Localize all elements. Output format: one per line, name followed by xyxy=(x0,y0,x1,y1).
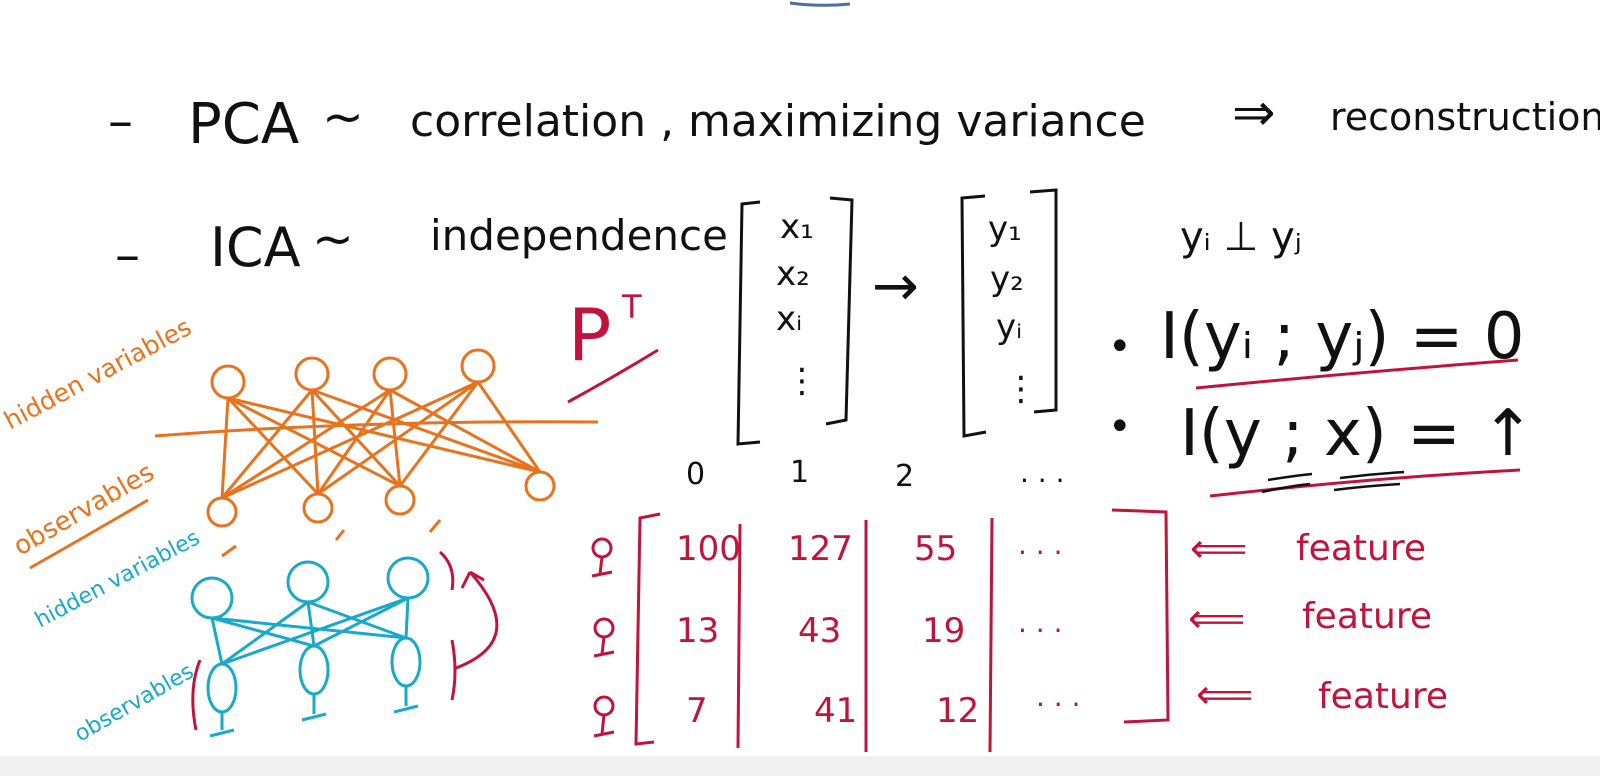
red-curved-arrow xyxy=(455,570,499,670)
vector-y-right-bracket xyxy=(1029,188,1058,414)
matrix-cell: 41 xyxy=(814,691,857,731)
orange-observable-node-3 xyxy=(384,484,416,516)
orange-edges xyxy=(154,380,599,500)
matrix-row-markers xyxy=(591,537,615,738)
matrix-cell: 43 xyxy=(798,611,841,651)
condition-2-bullet: • xyxy=(1108,404,1132,450)
condition-2: I(y ; x) = ↑ xyxy=(1180,397,1535,471)
orange-hidden-node-4 xyxy=(460,348,496,384)
orange-observable-node-4 xyxy=(524,470,556,502)
independence-statement: yᵢ ⊥ yⱼ xyxy=(1180,214,1302,260)
vector-x-right-bracket xyxy=(825,196,854,426)
pca-tilde: ~ xyxy=(322,88,364,146)
orange-hidden-node-2 xyxy=(294,356,330,392)
condition-1: I(yᵢ ; yⱼ) = 0 xyxy=(1160,300,1524,374)
ica-label: ICA xyxy=(210,216,301,279)
matrix-col-header-1: 1 xyxy=(790,455,809,490)
cyan-network xyxy=(190,556,430,738)
condition-1-bullet: • xyxy=(1108,324,1132,370)
pca-implies-arrow: ⇒ xyxy=(1232,83,1276,143)
matrix-right-bracket xyxy=(1111,508,1170,724)
vector-x-item-2: x₂ xyxy=(776,254,810,294)
cyan-edges xyxy=(209,596,419,738)
matrix-cell: 100 xyxy=(676,529,741,569)
matrix-cell: 19 xyxy=(922,611,965,651)
orange-hidden-node-1 xyxy=(210,364,246,400)
vector-x-item-1: x₁ xyxy=(780,207,814,247)
matrix-col-header-3: · · · xyxy=(1020,464,1065,497)
matrix-col-header-2: 2 xyxy=(895,459,914,494)
condition-2-double-underline xyxy=(1261,470,1405,494)
transpose-p: P xyxy=(568,293,611,377)
top-stroke xyxy=(789,1,851,7)
vector-y-item-3: yᵢ xyxy=(996,307,1022,347)
condition-1-underline xyxy=(1195,358,1519,390)
matrix-row-ellipsis: · · · xyxy=(1018,536,1063,569)
vector-y-left-bracket xyxy=(960,194,987,438)
pca-dash: – xyxy=(108,92,133,150)
orange-observable-node-2 xyxy=(302,492,334,524)
feature-arrow-2: ⟸ xyxy=(1188,596,1245,642)
bottom-bar xyxy=(0,756,1600,776)
vector-x-item-4: ⋮ xyxy=(785,361,819,401)
orange-observables-underline xyxy=(29,498,149,570)
pca-label: PCA xyxy=(188,92,299,157)
matrix-cell: 127 xyxy=(788,529,853,569)
pca-description: correlation , maximizing variance xyxy=(410,96,1146,147)
feature-arrow-1: ⟸ xyxy=(1190,526,1247,572)
transpose-underline xyxy=(567,348,659,404)
orange-network xyxy=(154,348,599,558)
matrix-left-bracket xyxy=(634,512,661,746)
pca-result: reconstruction xyxy=(1330,95,1600,139)
condition-2-underline xyxy=(1209,468,1521,498)
matrix-cell: 7 xyxy=(686,691,708,731)
feature-arrow-3: ⟸ xyxy=(1196,672,1253,718)
ica-description: independence xyxy=(430,211,728,260)
cyan-observable-2 xyxy=(298,644,330,696)
person-marker-3 xyxy=(593,695,615,717)
cyan-person-head-2 xyxy=(286,560,330,604)
feature-label-3: feature xyxy=(1318,676,1448,717)
feature-label-2: feature xyxy=(1302,596,1432,637)
cyan-person-head-1 xyxy=(190,576,234,620)
cyan-observable-1 xyxy=(206,662,238,714)
cyan-observables-label: observables xyxy=(71,659,199,747)
vector-y-item-1: y₁ xyxy=(988,209,1022,249)
ica-dash: – xyxy=(115,226,140,284)
person-marker-2 xyxy=(593,617,615,639)
orange-hidden-node-3 xyxy=(372,356,408,392)
matrix-cell: 55 xyxy=(914,529,957,569)
matrix-column-dividers xyxy=(736,517,994,753)
person-marker-1 xyxy=(591,537,613,559)
matrix-row-ellipsis: · · · xyxy=(1018,614,1063,647)
orange-hidden-label: hidden variables xyxy=(0,312,196,435)
matrix-lines xyxy=(634,508,1170,753)
vector-x-item-3: xᵢ xyxy=(776,299,802,339)
vector-y-item-2: y₂ xyxy=(990,259,1024,299)
orange-observables-label: observables xyxy=(9,457,160,562)
feature-label-1: feature xyxy=(1296,528,1426,569)
matrix-cell: 12 xyxy=(936,691,979,731)
vector-x-left-bracket xyxy=(736,200,761,446)
matrix-cell: 13 xyxy=(676,611,719,651)
matrix-col-header-0: 0 xyxy=(686,457,705,492)
red-brackets xyxy=(191,550,457,731)
vector-y-item-4: ⋮ xyxy=(1004,369,1038,409)
orange-observable-node-1 xyxy=(206,496,238,528)
transpose-sup: T xyxy=(621,288,642,326)
cyan-person-head-3 xyxy=(386,556,430,600)
matrix-row-ellipsis: · · · xyxy=(1036,688,1081,721)
orange-dash-marks xyxy=(221,519,442,558)
mapping-arrow: → xyxy=(872,254,919,319)
cyan-observable-3 xyxy=(390,636,422,688)
ica-tilde: ~ xyxy=(312,210,354,268)
